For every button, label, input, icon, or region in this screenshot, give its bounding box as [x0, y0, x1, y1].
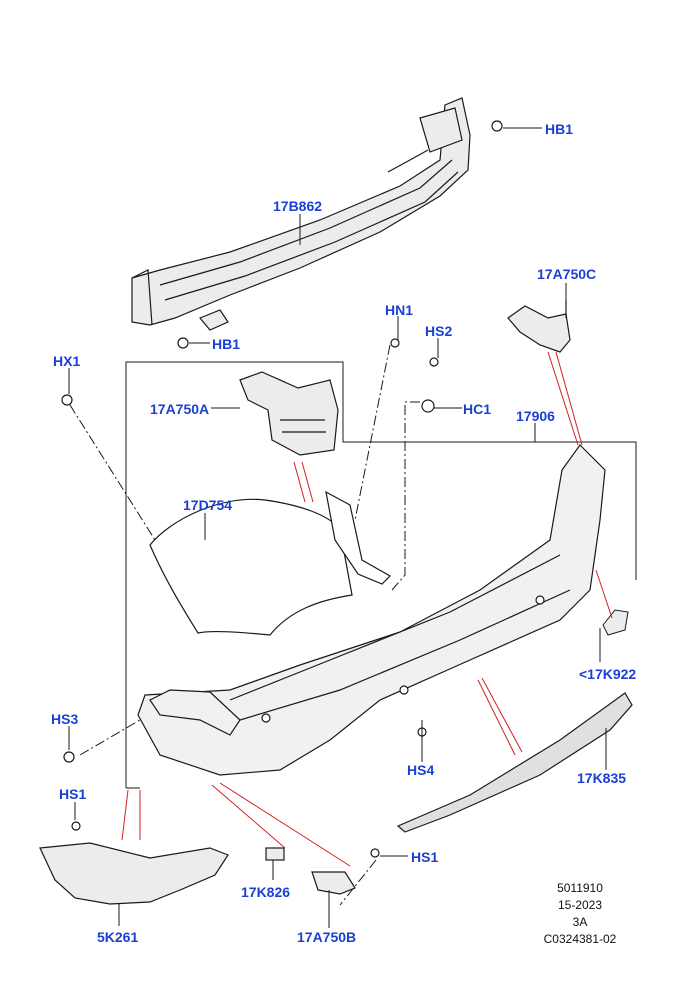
- reference-line-3: 3A: [572, 915, 588, 929]
- trim-strip-17k835: [396, 692, 633, 833]
- hs1-left-screw: [71, 821, 81, 831]
- bracket-17a750c: [507, 300, 571, 353]
- callout-hs4: HS4: [407, 762, 435, 778]
- fasteners: [61, 120, 503, 858]
- hs1-right-screw: [370, 848, 380, 858]
- callout-17a750a: 17A750A: [150, 401, 210, 417]
- bracket-17a750b: [311, 871, 356, 895]
- callout-17a750c: 17A750C: [537, 266, 597, 282]
- callout-hs2: HS2: [425, 323, 453, 339]
- deflector-5k261: [39, 842, 229, 905]
- callout-hc1: HC1: [463, 401, 492, 417]
- callout-17k826: 17K826: [241, 884, 291, 900]
- reference-line-4: C0324381-02: [543, 932, 617, 946]
- callout-hb1-top: HB1: [545, 121, 574, 137]
- reference-line-1: 5011910: [557, 881, 603, 895]
- reinforcement-beam: [131, 97, 471, 331]
- hn1-nut: [390, 338, 400, 348]
- callout-17k922: <17K922: [579, 666, 637, 682]
- red-leader-lines: [121, 351, 613, 867]
- callout-hs3: HS3: [51, 711, 79, 727]
- alignment-lines: [69, 344, 420, 906]
- illustration-reference: 5011910 15-2023 3A C0324381-02: [520, 880, 640, 948]
- callout-hb1-mid: HB1: [212, 336, 241, 352]
- hc1-clip: [421, 399, 435, 413]
- reference-line-2: 15-2023: [557, 898, 603, 912]
- callout-hs1-left: HS1: [59, 786, 87, 802]
- hx1-clip: [61, 394, 73, 406]
- callout-hs1-right: HS1: [411, 849, 439, 865]
- callout-17k835: 17K835: [577, 770, 627, 786]
- callout-hx1: HX1: [53, 353, 81, 369]
- bracket-17a750a: [239, 371, 339, 456]
- callout-17a750b: 17A750B: [297, 929, 357, 945]
- callout-5k261: 5K261: [97, 929, 139, 945]
- callout-17d754: 17D754: [183, 497, 233, 513]
- callout-hn1: HN1: [385, 302, 414, 318]
- hs2-screw: [429, 357, 439, 367]
- hs3-screw: [63, 751, 75, 763]
- clip-17k922: [602, 609, 629, 636]
- clip-17k826: [265, 847, 285, 861]
- cover-17d754: [149, 490, 391, 636]
- hb1-top-bolt: [491, 120, 503, 132]
- callout-17906: 17906: [516, 408, 555, 424]
- hb1-mid-bolt: [177, 337, 189, 349]
- callout-17b862: 17B862: [273, 198, 323, 214]
- leader-lines: [68, 127, 637, 928]
- bumper-cover-17906: [137, 444, 606, 776]
